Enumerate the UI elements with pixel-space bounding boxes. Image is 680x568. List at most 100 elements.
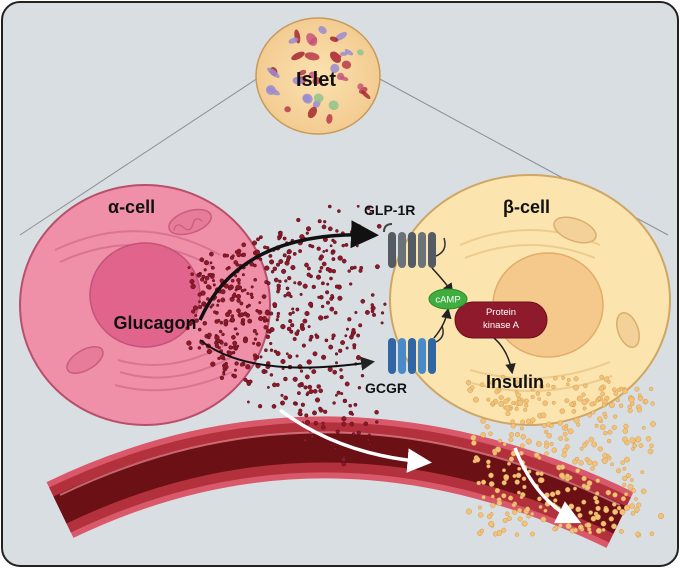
glucagon-granule — [252, 328, 257, 334]
insulin-granule — [514, 431, 521, 438]
glucagon-granule — [232, 340, 238, 346]
insulin-granule — [611, 424, 617, 430]
glucagon-granule — [219, 320, 224, 325]
glucagon-granule — [280, 358, 286, 365]
glucagon-granule — [304, 419, 311, 425]
insulin-granule — [568, 503, 575, 510]
insulin-granule — [496, 500, 503, 506]
glucagon-granule — [293, 402, 298, 406]
glucagon-granule — [194, 318, 199, 323]
glucagon-granule — [334, 393, 338, 397]
insulin-granule — [517, 399, 524, 406]
glucagon-granule — [328, 344, 334, 350]
insulin-granule — [599, 374, 604, 380]
insulin-granule — [641, 425, 646, 430]
insulin-granule — [549, 491, 556, 498]
glucagon-granule — [334, 352, 339, 356]
glucagon-granule — [380, 311, 385, 315]
insulin-granule — [525, 418, 531, 424]
glucagon-granule — [276, 314, 280, 319]
insulin-granule — [551, 447, 557, 453]
insulin-granule — [629, 503, 635, 509]
glucagon-granule — [297, 281, 302, 286]
insulin-granule — [597, 446, 603, 452]
glucagon-granule — [188, 346, 193, 351]
glucagon-granule — [291, 307, 295, 311]
glucagon-granule — [342, 398, 348, 404]
insulin-granule — [465, 379, 472, 386]
glucagon-granule — [225, 267, 229, 271]
alpha-mitochondrion-2 — [66, 346, 104, 374]
insulin-granule — [608, 402, 615, 409]
insulin-granule — [517, 516, 523, 522]
glucagon-granule — [340, 392, 344, 396]
glucagon-granule — [309, 334, 314, 340]
glucagon-granule — [236, 252, 242, 258]
islet-cell — [307, 106, 318, 119]
glucagon-granule — [254, 249, 261, 255]
glucagon-granule — [303, 385, 308, 390]
insulin-granule — [632, 443, 637, 448]
glucagon-granule — [258, 257, 263, 262]
glucagon-granule — [235, 293, 242, 300]
glucagon-granule — [265, 246, 270, 250]
insulin-granule — [629, 478, 634, 483]
glucagon-granule — [198, 304, 203, 310]
glucagon-granule — [287, 354, 293, 359]
glucagon-granule — [227, 350, 233, 356]
glucagon-granule — [317, 295, 321, 299]
camp-label: cAMP — [435, 295, 460, 306]
insulin-granule — [515, 392, 521, 398]
insulin-granule — [601, 458, 608, 465]
glucagon-granule — [207, 335, 211, 340]
glucagon-granule — [241, 273, 245, 277]
glucagon-granule — [282, 253, 287, 258]
glucagon-granule — [353, 265, 357, 270]
glucagon-granule — [199, 257, 205, 263]
alpha-cell — [19, 184, 271, 426]
glucagon-granule — [209, 251, 214, 257]
glucagon-granule — [329, 442, 333, 446]
insulin-granule — [595, 527, 602, 534]
insulin-granule — [657, 513, 665, 520]
insulin-granule — [479, 528, 485, 533]
insulin-granule — [581, 499, 587, 505]
insulin-granule — [597, 416, 603, 422]
islet-cell — [336, 72, 345, 81]
insulin-granule — [536, 441, 542, 447]
glucagon-granule — [259, 355, 263, 359]
insulin-granule — [612, 508, 619, 515]
glucagon-granule — [221, 332, 225, 337]
insulin-granule — [506, 516, 512, 522]
insulin-granule — [510, 423, 516, 429]
insulin-granule — [649, 531, 655, 537]
glucagon-granule — [213, 310, 217, 314]
glucagon-granule — [348, 403, 353, 408]
glucagon-granule — [258, 316, 264, 322]
glucagon-granule — [308, 389, 314, 395]
glucagon-granule — [305, 231, 309, 235]
glucagon-granule — [245, 305, 249, 309]
glucagon-granule — [308, 301, 314, 307]
glucagon-granule — [316, 246, 321, 251]
insulin-granule — [573, 376, 579, 382]
alpha-mitochondrion — [168, 208, 212, 236]
glucagon-granule — [275, 318, 279, 322]
insulin-granule — [530, 417, 536, 423]
glucagon-granule — [374, 264, 380, 270]
glucagon-granule — [275, 350, 281, 357]
glucagon-granule — [234, 274, 238, 278]
glucagon-granule — [203, 260, 210, 266]
insulin-granule — [519, 426, 524, 431]
glucagon-granule — [194, 313, 198, 318]
insulin-granule — [581, 475, 587, 482]
glucagon-granule — [318, 256, 323, 261]
islet-cell — [330, 53, 342, 59]
insulin-granule — [525, 506, 531, 512]
glucagon-granule — [233, 368, 238, 372]
glucagon-granule — [340, 340, 346, 346]
glucagon-label: Glucagon — [113, 313, 196, 333]
glucagon-granule — [277, 237, 281, 241]
glucagon-granule — [318, 315, 324, 321]
